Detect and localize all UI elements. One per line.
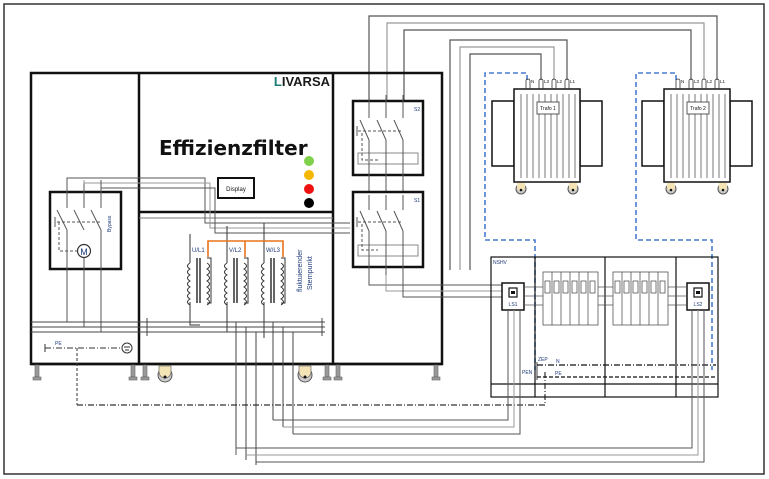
nshv-pe-label: PE — [555, 371, 562, 377]
transformer-2-terminal-l2: L2 — [707, 79, 713, 84]
breaker-ls2-label: LS2 — [694, 302, 703, 308]
top-feeder-wires — [368, 15, 718, 270]
transformer-1: Trafo 1 N L3 L2 L1 — [491, 78, 603, 195]
motor-symbol — [76, 243, 92, 259]
switch-s2-label: S2 — [414, 107, 420, 113]
cabinet-wheels — [157, 365, 313, 383]
star-point-label-1: fluktuierender — [297, 249, 304, 292]
transformer-1-terminal-n: N — [531, 79, 534, 84]
nshv-zep-label: ZEP — [538, 357, 548, 363]
transformer-pe-dashed — [484, 72, 713, 370]
transformer-1-label: Trafo 1 — [540, 106, 556, 112]
cabinet-title: Effizienzfilter — [159, 136, 308, 160]
status-lights — [304, 156, 314, 208]
status-light-black — [304, 198, 314, 208]
motor-label: M — [80, 247, 88, 257]
nshv-label: NSHV — [493, 260, 508, 266]
switch-s1: S1 — [351, 190, 425, 280]
cabinet-feet — [32, 364, 441, 381]
transformer-2-label: Trafo 2 — [690, 106, 706, 112]
coil-label-v: V/L2 — [229, 248, 242, 254]
transformer-2-terminal-l3: L3 — [694, 79, 700, 84]
internal-busbars — [31, 318, 325, 465]
display-label: Display — [226, 187, 246, 193]
bypass-control-wires — [66, 177, 350, 234]
status-light-red — [304, 184, 314, 194]
s1-to-nshv-wires — [368, 270, 520, 298]
display-panel: Display — [217, 177, 255, 199]
pe-label-left: PE — [55, 341, 62, 347]
transformer-2-terminal-l1: L1 — [720, 79, 726, 84]
nshv-n-label: N — [556, 359, 560, 365]
transformer-2: Trafo 2 N L3 L2 L1 — [641, 78, 753, 195]
status-light-green — [304, 156, 314, 166]
nshv-distribution: NSHV LS1 LS2 ZEP — [490, 256, 719, 398]
switch-s1-label: S1 — [414, 198, 420, 204]
pe-line-left: PE — [44, 341, 546, 406]
switch-s2: S2 — [351, 95, 425, 195]
transformer-1-terminal-l1: L1 — [570, 79, 576, 84]
star-point-label-2: Sternpunkt — [307, 256, 314, 290]
status-light-yellow — [304, 170, 314, 180]
transformer-1-terminal-l3: L3 — [544, 79, 550, 84]
coil-label-w: W/L3 — [266, 248, 281, 254]
nshv-pen-label: PEN — [522, 370, 533, 376]
bypass-label: Bypass — [107, 215, 113, 232]
transformer-2-terminal-n: N — [681, 79, 684, 84]
coil-label-u: U/L1 — [192, 248, 205, 254]
bypass-module: M Bypass — [48, 180, 139, 333]
return-wires — [235, 310, 705, 463]
ground-symbol — [121, 342, 133, 354]
transformer-1-terminal-l2: L2 — [557, 79, 563, 84]
breaker-ls1-label: LS1 — [509, 302, 518, 308]
brand-logo: LIVARSA — [274, 74, 331, 89]
